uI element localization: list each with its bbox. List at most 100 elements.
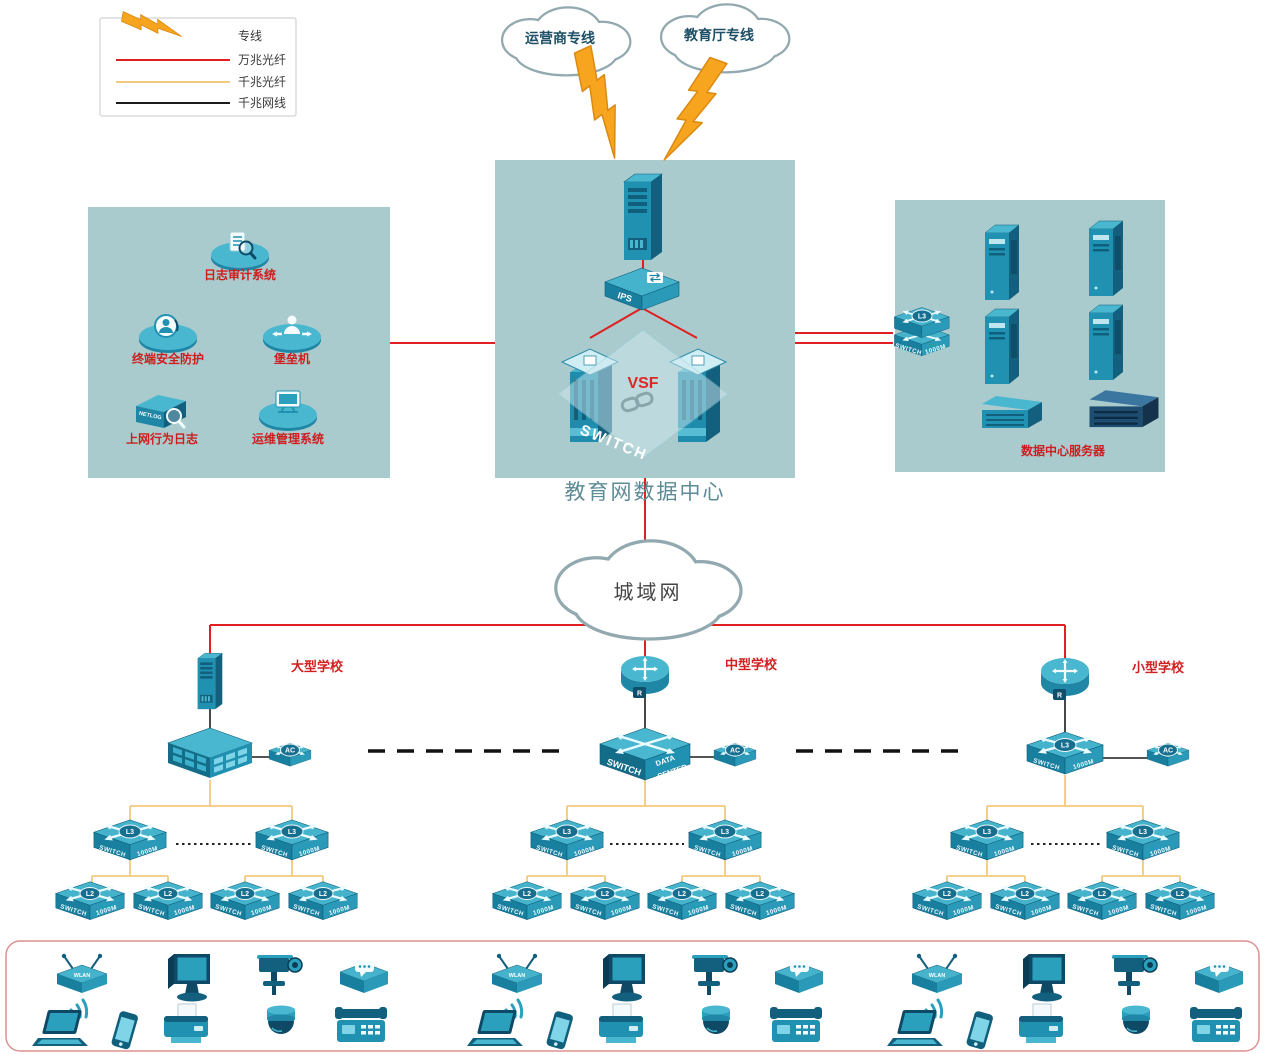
l3-switch: L3 SWITCH 1000M <box>1105 818 1181 861</box>
svg-text:L2: L2 <box>1021 891 1029 898</box>
school-large: 大型学校 AC <box>167 652 344 779</box>
ac-badge <box>280 743 300 757</box>
cloud-carrier: 运营商专线 <box>503 9 629 75</box>
cloud-carrier-label: 运营商专线 <box>525 30 595 47</box>
terminal-deskphone <box>335 1007 387 1042</box>
l2-switch-row: L2 SWITCH 1000M L2 SWITCH 1000M L2 SWITC… <box>54 880 1216 921</box>
svg-text:L2: L2 <box>601 891 609 898</box>
ac-badge-label: AC <box>285 748 295 755</box>
l2-switch: L2 SWITCH 1000M <box>569 880 641 921</box>
svg-text:L2: L2 <box>943 891 951 898</box>
l3-switch: L3 SWITCH 1000M <box>529 818 605 861</box>
vsf-link-icon <box>620 391 654 413</box>
server-tower-2 <box>1088 220 1124 297</box>
l2-switch: L2 SWITCH 1000M <box>54 880 126 921</box>
wlan-label: WLAN <box>929 973 946 979</box>
security-zone: 日志审计系统 终端安全防护 堡垒机 NETLOG 上网行为日志 运维管理系统 <box>126 230 324 446</box>
l2-switch: L2 SWITCH 1000M <box>287 880 359 921</box>
ac-badge <box>1158 743 1178 757</box>
school-small-label: 小型学校 <box>1132 660 1185 675</box>
ac-badge <box>725 743 745 757</box>
l2-switch: L2 SWITCH 1000M <box>1144 880 1216 921</box>
wires-1g-fiber <box>91 775 1181 895</box>
cloud-man-label: 城域网 <box>614 580 683 604</box>
legend-box <box>99 17 297 117</box>
svg-text:L2: L2 <box>1098 891 1106 898</box>
router-badge <box>633 687 646 698</box>
l2-switch: L2 SWITCH 1000M <box>491 880 563 921</box>
svg-text:L2: L2 <box>1176 891 1184 898</box>
datacenter-title: 教育网数据中心 <box>565 480 726 504</box>
server-tower-3 <box>984 308 1020 385</box>
school-large-firewall <box>197 652 223 710</box>
router-badge-label: R <box>637 691 642 698</box>
server-tower-1 <box>984 224 1020 301</box>
terminal-deskphone <box>770 1007 822 1042</box>
lightning-bolt-right <box>661 53 728 170</box>
router-badge <box>1053 689 1066 700</box>
core-firewall-device <box>623 173 663 261</box>
terminal-deskphone <box>1190 1007 1242 1042</box>
svg-text:L2: L2 <box>164 891 172 898</box>
l3-switch: L3 SWITCH 1000M <box>687 818 763 861</box>
l2-switch: L2 SWITCH 1000M <box>209 880 281 921</box>
log-audit-label: 日志审计系统 <box>204 267 276 282</box>
svg-text:L2: L2 <box>678 891 686 898</box>
server-zone-title: 数据中心服务器 <box>1021 443 1106 458</box>
l2-switch: L2 SWITCH 1000M <box>646 880 718 921</box>
school-large-core-chassis <box>167 727 253 779</box>
cloud-man: 城域网 <box>557 543 739 638</box>
svg-text:L3: L3 <box>288 829 296 836</box>
terminal-security-label: 终端安全防护 <box>132 351 204 366</box>
school-medium: R 中型学校 SWITCH DATA CENTER AC <box>598 654 778 782</box>
svg-text:L2: L2 <box>319 891 327 898</box>
l2-switch: L2 SWITCH 1000M <box>989 880 1061 921</box>
bastion-label: 堡垒机 <box>274 351 310 366</box>
svg-text:L3: L3 <box>563 829 571 836</box>
net-behavior-label: 上网行为日志 <box>126 431 198 446</box>
serverzone-switch-badge <box>911 309 933 323</box>
svg-text:L2: L2 <box>523 891 531 898</box>
l2-switch: L2 SWITCH 1000M <box>911 880 983 921</box>
l3-badge-label: L3 <box>1061 743 1069 750</box>
router-badge-label: R <box>1057 693 1062 700</box>
school-large-label: 大型学校 <box>291 659 344 674</box>
svg-text:L3: L3 <box>983 829 991 836</box>
cloud-education-label: 教育厅专线 <box>684 27 754 44</box>
ac-badge-label: AC <box>1163 748 1173 755</box>
vsf-label: VSF <box>627 375 658 392</box>
ac-badge-label: AC <box>730 748 740 755</box>
legend-label-0: 专线 <box>238 28 262 43</box>
l3-switch: L3 SWITCH 1000M <box>92 818 168 861</box>
terminal-group-medium: WLAN <box>467 952 824 1051</box>
svg-text:L2: L2 <box>86 891 94 898</box>
server-tower-4 <box>1088 304 1124 381</box>
wires-1g-copper <box>209 690 1152 759</box>
netlog-device-label: NETLOG <box>138 411 162 422</box>
terminal-group-small: WLAN <box>887 952 1244 1051</box>
ips-label: IPS <box>616 290 633 304</box>
l2-switch: L2 SWITCH 1000M <box>1066 880 1138 921</box>
l2-switch: L2 SWITCH 1000M <box>132 880 204 921</box>
legend-label-2: 千兆光纤 <box>238 75 286 89</box>
legend-label-3: 千兆网线 <box>238 96 286 110</box>
legend: 专线 万兆光纤 千兆光纤 千兆网线 <box>99 11 297 117</box>
ops-mgmt-label: 运维管理系统 <box>252 431 324 446</box>
svg-text:L3: L3 <box>1139 829 1147 836</box>
school-medium-label: 中型学校 <box>725 657 778 672</box>
l3-badge <box>1053 738 1077 752</box>
cloud-education: 教育厅专线 <box>662 6 788 72</box>
legend-label-1: 万兆光纤 <box>238 53 286 67</box>
l3-switch: L3 SWITCH 1000M <box>949 818 1025 861</box>
terminal-group-large: WLAN <box>32 952 389 1051</box>
l3-switch-row: L3 SWITCH 1000M L3 SWITCH 1000M L3 SWITC… <box>92 818 1181 861</box>
l2-switch: L2 SWITCH 1000M <box>724 880 796 921</box>
svg-text:L2: L2 <box>756 891 764 898</box>
wlan-label: WLAN <box>74 973 91 979</box>
svg-text:L3: L3 <box>126 829 134 836</box>
l3-switch: L3 SWITCH 1000M <box>254 818 330 861</box>
serverzone-switch-badge-label: L3 <box>918 314 926 321</box>
svg-text:L2: L2 <box>241 891 249 898</box>
